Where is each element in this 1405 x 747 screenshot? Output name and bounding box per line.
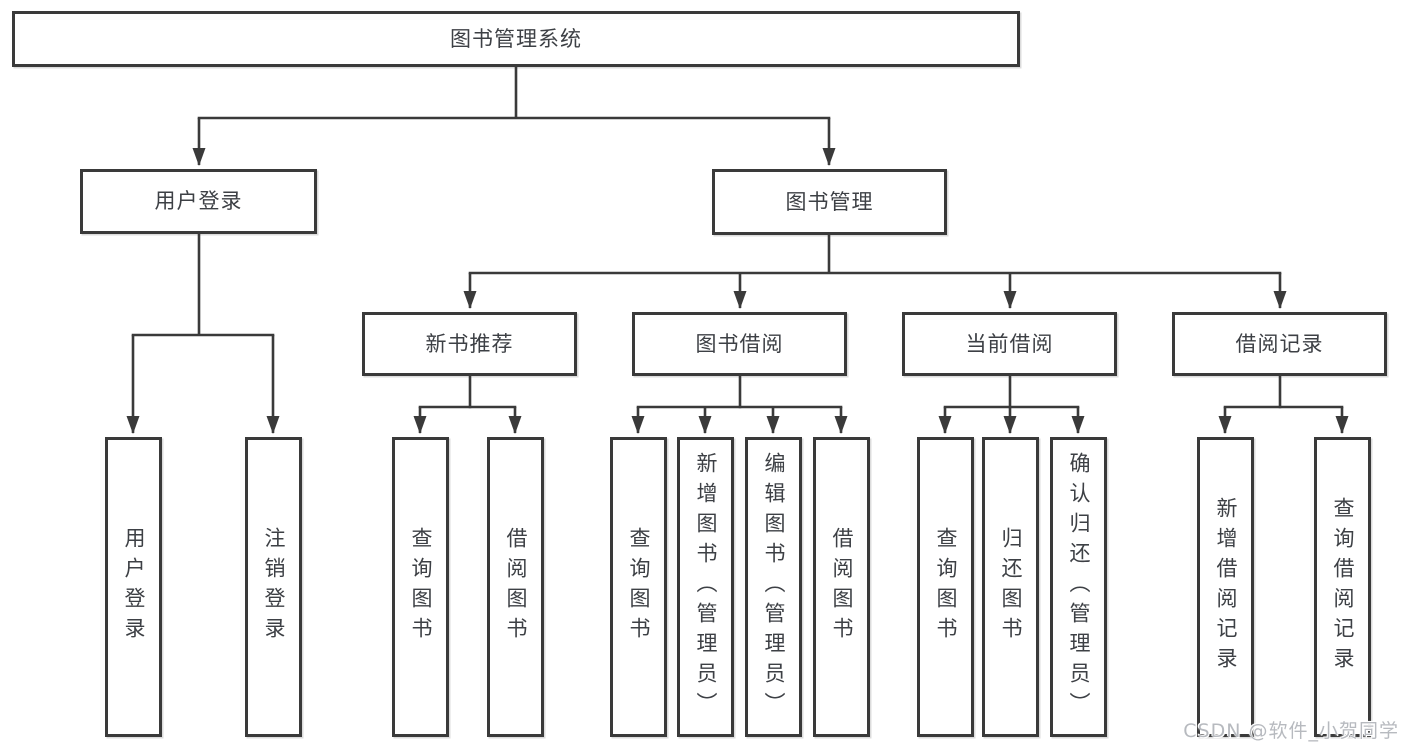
leaf-query-books-recommend-label: 查询图书: [409, 527, 433, 647]
node-borrowing-records: 借阅记录: [1172, 312, 1387, 376]
leaf-query-books-borrowing: 查询图书: [610, 437, 667, 737]
node-new-book-recommend-label: 新书推荐: [425, 331, 514, 356]
leaf-return-books-label: 归还图书: [999, 527, 1023, 647]
leaf-edit-books-admin-label: 编辑图书（管理员）: [762, 452, 786, 722]
leaf-borrow-books: 借阅图书: [813, 437, 870, 737]
node-borrowing-records-label: 借阅记录: [1235, 331, 1324, 356]
leaf-query-books-recommend: 查询图书: [392, 437, 449, 737]
leaf-query-borrow-record-label: 查询借阅记录: [1331, 497, 1355, 677]
leaf-return-books: 归还图书: [982, 437, 1039, 737]
leaf-edit-books-admin: 编辑图书（管理员）: [745, 437, 802, 737]
node-book-management-label: 图书管理: [785, 189, 874, 214]
leaf-query-books-current: 查询图书: [917, 437, 974, 737]
leaf-logout: 注销登录: [245, 437, 302, 737]
user-login-split-line: [131, 231, 275, 337]
leaf-confirm-return-admin-label: 确认归还（管理员）: [1067, 452, 1091, 722]
leaf-query-borrow-record: 查询借阅记录: [1314, 437, 1371, 737]
leaf-query-books-borrowing-label: 查询图书: [627, 527, 651, 647]
node-user-login-label: 用户登录: [154, 189, 243, 213]
leaf-confirm-return-admin: 确认归还（管理员）: [1050, 437, 1107, 737]
leaf-borrow-books-recommend-label: 借阅图书: [504, 527, 528, 647]
leaf-add-borrow-record-label: 新增借阅记录: [1214, 497, 1238, 677]
node-root-system: 图书管理系统: [12, 11, 1020, 67]
leaf-user-login: 用户登录: [105, 437, 162, 737]
node-user-login: 用户登录: [80, 169, 317, 234]
leaf-add-books-admin: 新增图书（管理员）: [677, 437, 734, 737]
node-book-borrowing: 图书借阅: [632, 312, 847, 376]
node-current-borrowing-label: 当前借阅: [965, 331, 1054, 356]
leaf-borrow-books-label: 借阅图书: [830, 527, 854, 647]
node-root-label: 图书管理系统: [450, 26, 582, 51]
node-book-borrowing-label: 图书借阅: [695, 331, 784, 356]
node-book-management: 图书管理: [712, 169, 947, 235]
leaf-query-books-current-label: 查询图书: [934, 527, 958, 647]
leaf-add-borrow-record: 新增借阅记录: [1197, 437, 1254, 737]
watermark: CSDN @软件_小贺同学: [1183, 720, 1399, 742]
leaf-logout-label: 注销登录: [262, 527, 286, 647]
leaf-borrow-books-recommend: 借阅图书: [487, 437, 544, 737]
node-current-borrowing: 当前借阅: [902, 312, 1117, 376]
node-new-book-recommend: 新书推荐: [362, 312, 577, 376]
book-mgmt-split-line: [468, 232, 1282, 275]
level3-stub-lines: [468, 373, 1282, 409]
root-split-line: [197, 64, 831, 120]
leaf-user-login-label: 用户登录: [122, 527, 146, 647]
leaf-add-books-admin-label: 新增图书（管理员）: [694, 452, 718, 722]
